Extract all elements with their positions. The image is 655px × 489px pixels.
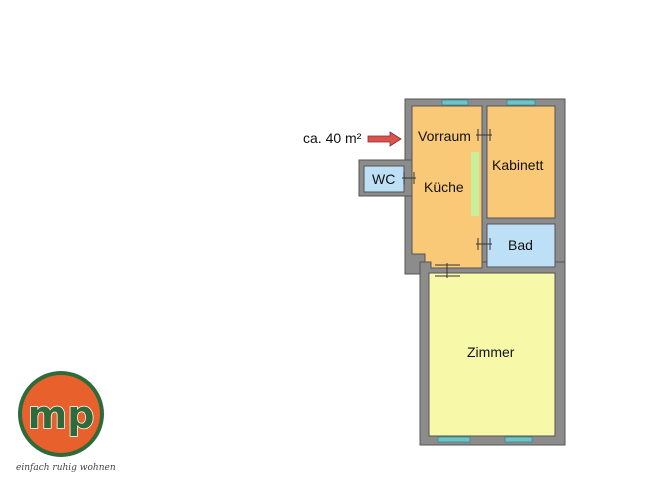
entrance-arrow-icon	[367, 131, 402, 147]
room-zimmer	[428, 272, 556, 437]
doors	[402, 129, 492, 278]
logo-slogan: einfach ruhig wohnen	[16, 463, 116, 473]
room-labels: Vorraum Kabinett WC Küche Bad Zimmer	[372, 128, 543, 360]
door-vorraum-kabinett	[476, 129, 492, 141]
logo-disc	[22, 375, 100, 453]
label-kabinett: Kabinett	[492, 157, 543, 173]
area-label: ca. 40 m²	[303, 130, 362, 146]
window-bottom-right	[504, 436, 533, 443]
logo-letters: mp	[28, 393, 95, 437]
label-vorraum: Vorraum	[418, 128, 471, 144]
door-kueche-zimmer	[435, 263, 460, 278]
window-top-left	[441, 99, 469, 106]
company-logo: mp einfach ruhig wohnen	[16, 371, 116, 473]
room-kabinett	[486, 105, 556, 219]
door-kueche-wc	[402, 172, 416, 184]
room-bad	[486, 223, 556, 268]
label-kueche: Küche	[424, 179, 464, 195]
label-wc: WC	[372, 171, 395, 187]
room-wc	[363, 165, 405, 193]
rooms	[363, 105, 556, 437]
window-top-right	[506, 99, 536, 106]
window-bottom-left	[437, 436, 471, 443]
entrance-marker: ca. 40 m²	[303, 130, 402, 147]
kitchen-counter	[471, 152, 479, 216]
label-bad: Bad	[508, 237, 533, 253]
label-zimmer: Zimmer	[467, 344, 515, 360]
room-vorraum-kueche	[411, 105, 483, 269]
door-kueche-bad	[476, 238, 492, 250]
windows	[437, 99, 536, 443]
